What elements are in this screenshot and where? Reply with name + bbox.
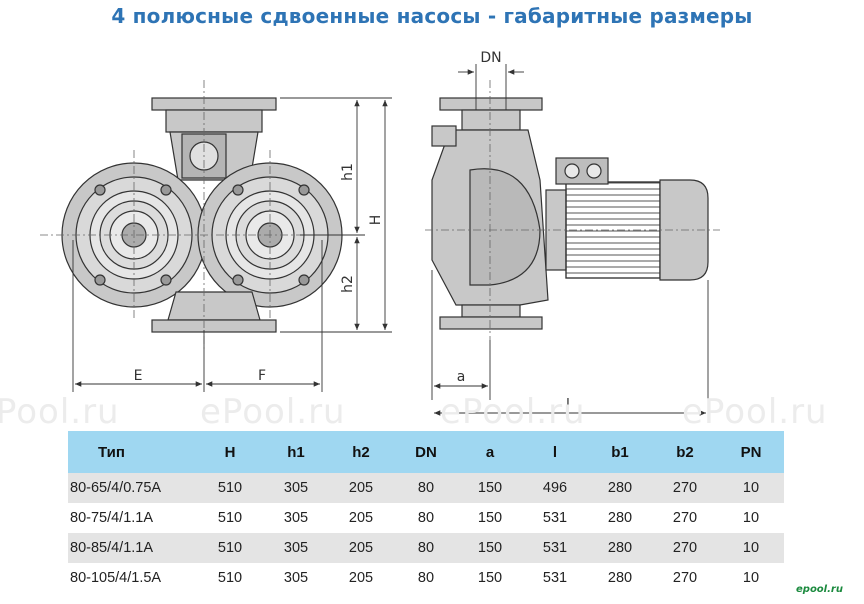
header-h: H: [196, 431, 264, 473]
header-b1: b1: [588, 431, 652, 473]
cell-l: 531: [522, 563, 588, 593]
header-pn: PN: [718, 431, 784, 473]
cell-dn: 80: [394, 563, 458, 593]
dim-label-h1: h1: [340, 163, 356, 181]
header-h2: h2: [328, 431, 394, 473]
dim-label-a: a: [457, 369, 466, 385]
watermark-2: ePool.ru: [200, 392, 346, 432]
front-view: [61, 97, 343, 333]
cell-pn: 10: [718, 533, 784, 563]
table-row: 80-65/4/0.75A 510 305 205 80 150 496 280…: [68, 473, 784, 503]
cell-b2: 270: [652, 473, 718, 503]
dim-label-l: l: [566, 397, 570, 413]
cell-h1: 305: [264, 563, 328, 593]
pump-dimension-drawing: h1 h2 H E F: [40, 50, 720, 418]
cell-h2: 205: [328, 563, 394, 593]
cell-b2: 270: [652, 563, 718, 593]
cell-dn: 80: [394, 473, 458, 503]
cell-b2: 270: [652, 533, 718, 563]
cell-h2: 205: [328, 473, 394, 503]
cell-h2: 205: [328, 503, 394, 533]
cell-dn: 80: [394, 503, 458, 533]
cell-b2: 270: [652, 503, 718, 533]
table-row: 80-75/4/1.1A 510 305 205 80 150 531 280 …: [68, 503, 784, 533]
cell-type: 80-85/4/1.1A: [68, 533, 196, 563]
header-h1: h1: [264, 431, 328, 473]
header-type: Тип: [68, 431, 196, 473]
dim-label-f: F: [258, 368, 266, 384]
cell-h1: 305: [264, 533, 328, 563]
dim-label-e: E: [134, 368, 143, 384]
cell-pn: 10: [718, 473, 784, 503]
page-title: 4 полюсные сдвоенные насосы - габаритные…: [111, 4, 753, 28]
cell-h: 510: [196, 473, 264, 503]
cell-h: 510: [196, 533, 264, 563]
cell-type: 80-105/4/1.5A: [68, 563, 196, 593]
header-dn: DN: [394, 431, 458, 473]
side-view: [431, 97, 709, 330]
cell-l: 496: [522, 473, 588, 503]
watermark-4: ePool.ru: [682, 392, 828, 432]
cell-b1: 280: [588, 533, 652, 563]
cell-a: 150: [458, 473, 522, 503]
cell-l: 531: [522, 533, 588, 563]
cell-type: 80-75/4/1.1A: [68, 503, 196, 533]
cell-pn: 10: [718, 503, 784, 533]
cell-type: 80-65/4/0.75A: [68, 473, 196, 503]
table-header-row: Тип H h1 h2 DN a l b1 b2 PN: [68, 431, 784, 473]
table-row: 80-105/4/1.5A 510 305 205 80 150 531 280…: [68, 563, 784, 593]
header-a: a: [458, 431, 522, 473]
cell-pn: 10: [718, 563, 784, 593]
cell-a: 150: [458, 563, 522, 593]
watermark-3: ePool.ru: [440, 392, 586, 432]
dimensions-table: Тип H h1 h2 DN a l b1 b2 PN 80-65/4/0.75…: [68, 431, 784, 593]
watermark-1: ePool.ru: [0, 392, 120, 432]
cell-l: 531: [522, 503, 588, 533]
cell-a: 150: [458, 503, 522, 533]
cell-dn: 80: [394, 533, 458, 563]
cell-h1: 305: [264, 473, 328, 503]
cell-h: 510: [196, 563, 264, 593]
dim-label-dn: DN: [480, 50, 501, 66]
cell-a: 150: [458, 533, 522, 563]
dim-label-h2: h2: [340, 275, 356, 293]
dim-label-h: H: [368, 215, 384, 226]
cell-h2: 205: [328, 533, 394, 563]
cell-b1: 280: [588, 563, 652, 593]
header-l: l: [522, 431, 588, 473]
cell-b1: 280: [588, 503, 652, 533]
cell-b1: 280: [588, 473, 652, 503]
table-row: 80-85/4/1.1A 510 305 205 80 150 531 280 …: [68, 533, 784, 563]
cell-h1: 305: [264, 503, 328, 533]
cell-h: 510: [196, 503, 264, 533]
header-b2: b2: [652, 431, 718, 473]
site-logo: epool.ru: [796, 584, 843, 595]
